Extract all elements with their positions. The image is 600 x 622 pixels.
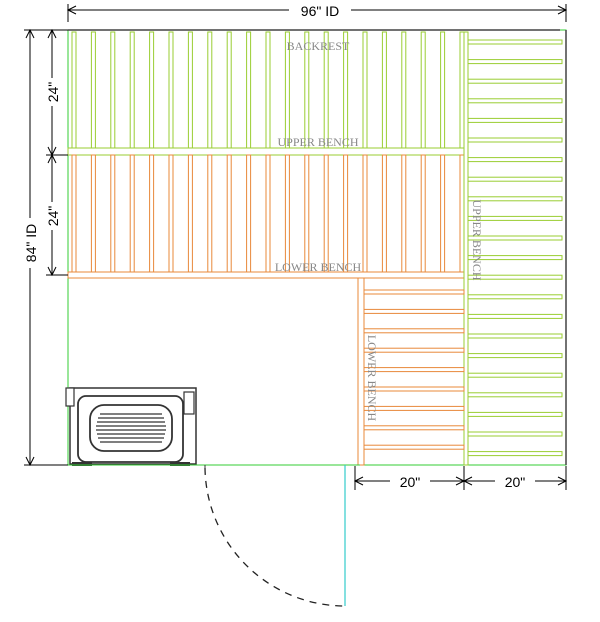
upper-bench-side-slat [467, 411, 563, 417]
backrest-slat [459, 31, 465, 149]
upper-bench-side-slat [467, 98, 563, 104]
upper-bench-side-slat [467, 117, 563, 123]
upper-bench-side-slat [467, 176, 563, 182]
lower-bench-side-slat [363, 405, 465, 411]
upper-bench-slat [401, 154, 407, 273]
upper-bench-slat [226, 154, 232, 273]
backrest-slat [226, 31, 232, 149]
upper-bench-slat [110, 154, 116, 273]
upper-bench-slat [265, 154, 271, 273]
lower-bench-side-slat [363, 289, 465, 295]
upper-bench-side-slat [467, 235, 563, 241]
upper-bench-side-slat [467, 313, 563, 319]
upper-bench-side-slat [467, 333, 563, 339]
upper-bench-slat [343, 154, 349, 273]
upper-bench-front-edge [67, 147, 465, 156]
upper-bench-slat [129, 154, 135, 273]
lower-bench-side-slat [363, 386, 465, 392]
lower-bench-front-edge [67, 271, 465, 279]
door-swing-icon [68, 464, 360, 607]
upper-bench-slat [168, 154, 174, 273]
depth-dimension-label: 84" ID [23, 224, 39, 262]
backrest-slat [149, 31, 155, 149]
upper-bench-side-slat [467, 294, 563, 300]
lower-bench-side [357, 277, 465, 466]
backrest-slat [187, 31, 193, 149]
lower-bench-label: LOWER BENCH [275, 260, 362, 274]
backrest-slat [168, 31, 174, 149]
upper-bench-slat [362, 154, 368, 273]
upper-bench-side [463, 31, 563, 466]
dimension-left: 84" ID 24" 24" [20, 28, 68, 467]
upper-bench-side-slat [467, 196, 563, 202]
upper-bench-slat [304, 154, 310, 273]
lower-bench-side-slat [363, 425, 465, 431]
backrest-height-label: 24" [45, 82, 61, 103]
upper-bench-side-slat [467, 353, 563, 359]
upper-bench-side-label: UPPER BENCH [470, 199, 484, 280]
upper-bench-slat [284, 154, 290, 273]
bench-step-label: 24" [45, 206, 61, 227]
lower-bench-depth-label: 20" [400, 474, 421, 490]
upper-bench-side-slat [467, 157, 563, 163]
heater-icon [65, 387, 197, 466]
upper-bench-side-slat [467, 372, 563, 378]
lower-bench-side-label: LOWER BENCH [365, 335, 379, 422]
upper-bench-side-slat [467, 392, 563, 398]
width-dimension-label: 96" ID [301, 3, 339, 19]
backrest-label: BACKREST [287, 39, 350, 53]
lower-bench-side-slat [363, 347, 465, 353]
backrest-slat [110, 31, 116, 149]
upper-bench-slat [420, 154, 426, 273]
backrest-slat [246, 31, 252, 149]
backrest-slat [129, 31, 135, 149]
upper-bench-slat [246, 154, 252, 273]
backrest-slat [381, 31, 387, 149]
upper-bench-slat [149, 154, 155, 273]
upper-bench-slat [381, 154, 387, 273]
backrest-slat [265, 31, 271, 149]
upper-bench-side-slat [467, 137, 563, 143]
upper-bench-side-slat [467, 431, 563, 437]
lower-bench-side-slat [363, 444, 465, 450]
upper-bench-slat [440, 154, 446, 273]
backrest-slat [362, 31, 368, 149]
lower-bench-side-slat [363, 308, 465, 314]
dimension-top: 96" ID [66, 2, 568, 22]
upper-bench-slat [207, 154, 213, 273]
backrest-slat [207, 31, 213, 149]
upper-bench-top [71, 154, 465, 273]
door-swing-arc [204, 467, 346, 607]
upper-bench-side-slat [467, 215, 563, 221]
backrest-slat [71, 31, 77, 149]
upper-bench-side-frame [463, 31, 469, 466]
lower-bench-side-frame [357, 277, 365, 466]
upper-bench-side-slat [467, 59, 563, 65]
upper-bench-slat [90, 154, 96, 273]
backrest-slat [440, 31, 446, 149]
lower-bench-side-slat [363, 328, 465, 334]
upper-bench-side-slat [467, 451, 563, 457]
upper-bench-side-slat [467, 39, 563, 45]
upper-bench-side-slat [467, 78, 563, 84]
upper-bench-slat [459, 154, 465, 273]
upper-bench-depth-label: 20" [505, 474, 526, 490]
backrest-slat [90, 31, 96, 149]
upper-bench-slat [187, 154, 193, 273]
room-walls [67, 29, 567, 466]
upper-bench-side-slat [467, 255, 563, 261]
upper-bench-slat [323, 154, 329, 273]
dimension-bottom: 20" 20" [353, 466, 568, 490]
lower-bench-side-slat [363, 367, 465, 373]
upper-bench-slat [71, 154, 77, 273]
backrest-slat [401, 31, 407, 149]
upper-bench-side-slat [467, 274, 563, 280]
backrest [71, 31, 465, 149]
upper-bench-label: UPPER BENCH [277, 135, 358, 149]
backrest-slat [420, 31, 426, 149]
